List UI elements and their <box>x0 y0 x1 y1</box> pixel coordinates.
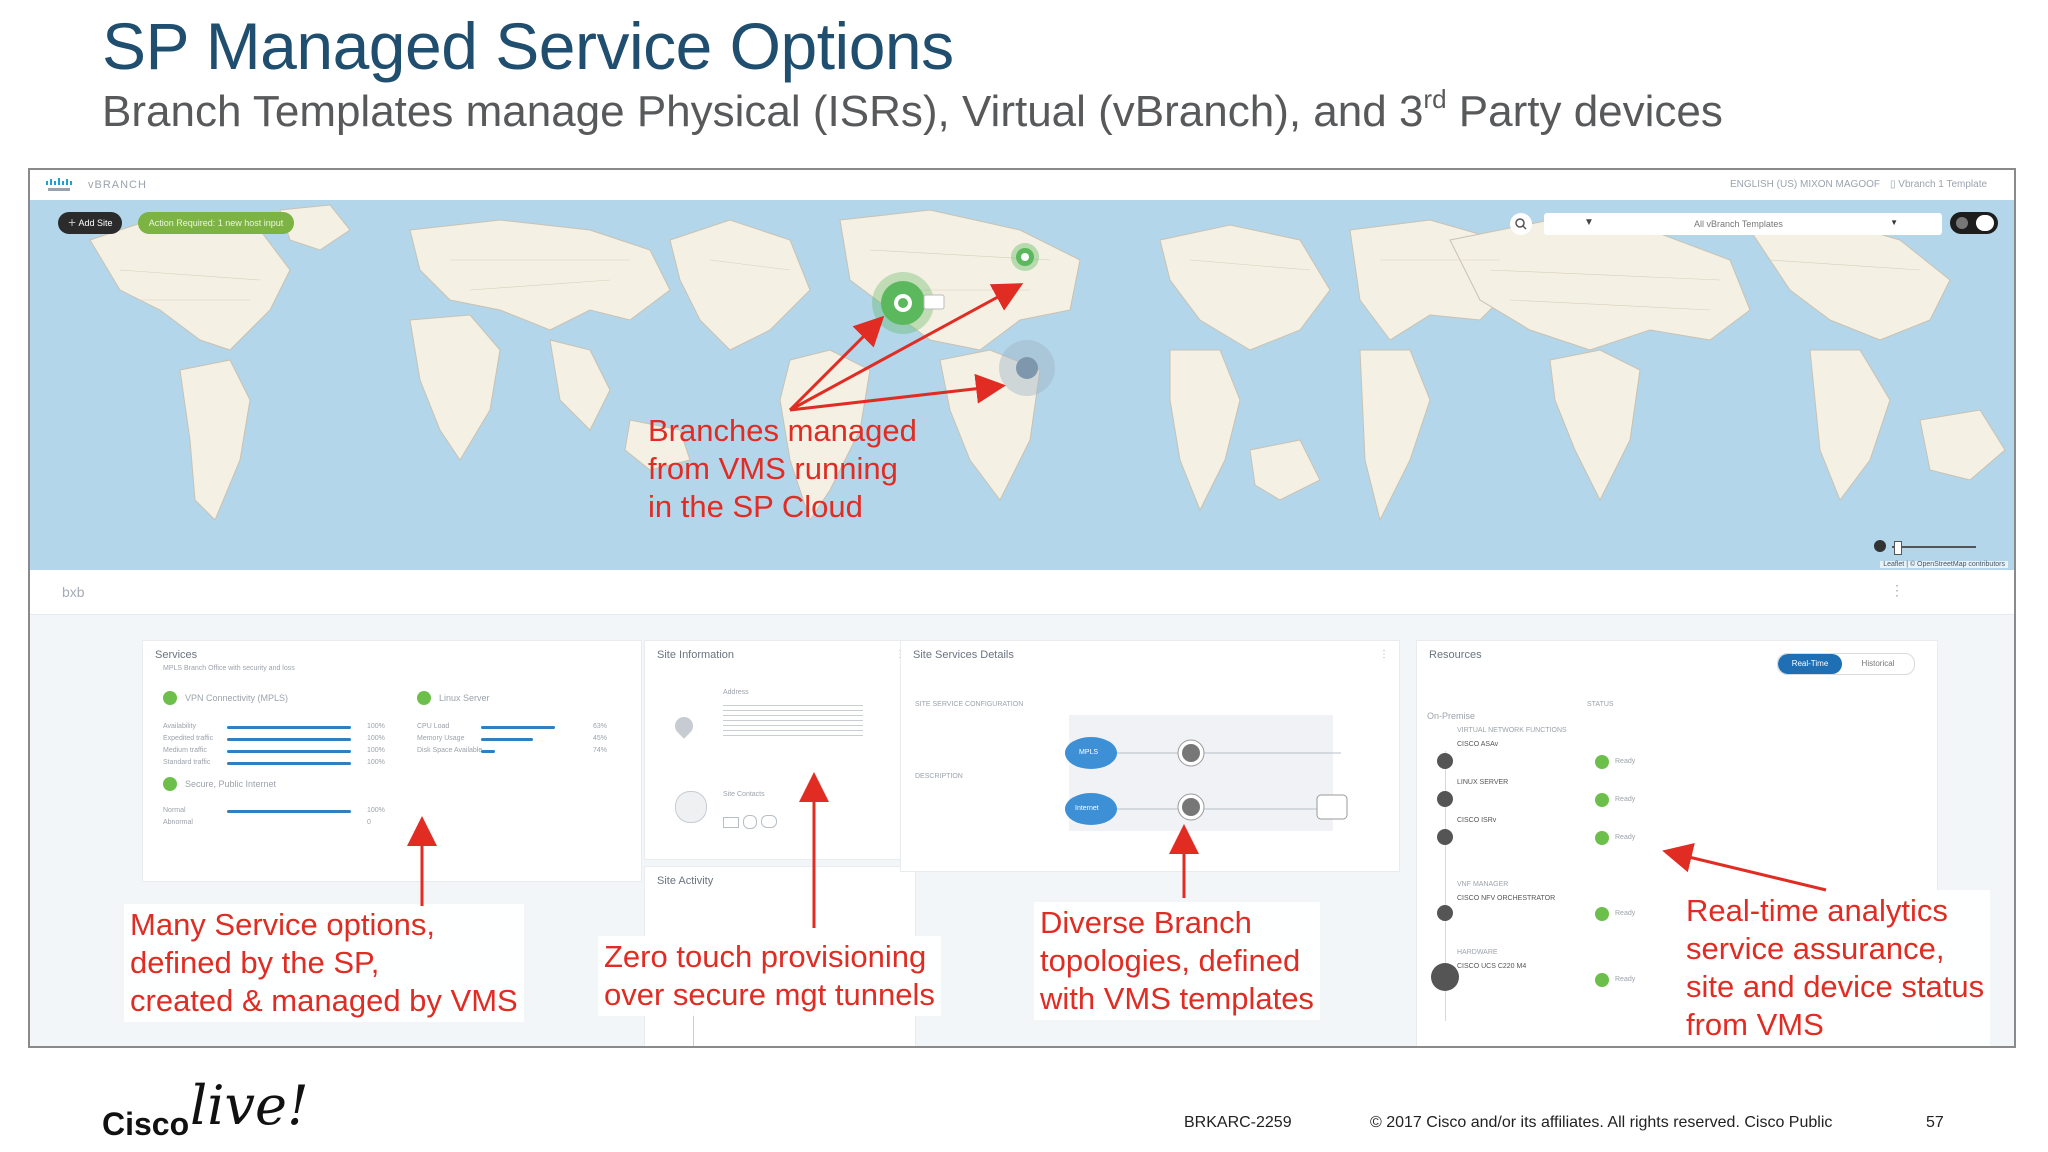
session-id: BRKARC-2259 <box>1184 1114 1292 1131</box>
more-icon[interactable]: ⋮ <box>1379 649 1389 660</box>
server-icon <box>1431 963 1459 991</box>
zoom-slider[interactable] <box>1874 538 1978 556</box>
historical-tab[interactable]: Historical <box>1861 659 1895 668</box>
check-icon <box>1595 793 1609 807</box>
mail-icon[interactable] <box>723 817 739 828</box>
app-name: vBRANCH <box>88 179 147 191</box>
device-icon <box>1437 753 1453 769</box>
copyright: © 2017 Cisco and/or its affiliates. All … <box>1370 1114 1833 1131</box>
template-menu[interactable]: ▯ Vbranch 1 Template <box>1890 179 1988 190</box>
cisco-live-logo: Cisco live! <box>102 1074 309 1142</box>
chevron-down-icon: ▼ <box>1890 218 1898 227</box>
check-icon <box>163 691 177 705</box>
template-filter-dropdown[interactable]: ▼ All vBranch Templates ▼ <box>1544 213 1942 235</box>
panel-title: Site Activity <box>657 875 714 887</box>
check-icon <box>1595 973 1609 987</box>
device-icon <box>1437 905 1453 921</box>
services-panel: Services MPLS Branch Office with securit… <box>142 640 642 882</box>
device-icon <box>1437 829 1453 845</box>
plus-icon: ＋ <box>67 218 79 228</box>
user-menu[interactable]: MIXON MAGOOF <box>1800 179 1880 190</box>
world-map[interactable]: ＋ Add Site Action Required: 1 new host i… <box>30 200 2014 570</box>
panel-title: Services <box>155 649 198 661</box>
site-detail-header: bxb ⋮ <box>30 570 2014 615</box>
slide-title: SP Managed Service Options <box>102 9 954 83</box>
action-required-pill[interactable]: Action Required: 1 new host input <box>138 212 294 234</box>
map-tiles <box>89 204 2006 522</box>
slide-subtitle: Branch Templates manage Physical (ISRs),… <box>102 84 1723 136</box>
page-number: 57 <box>1926 1114 1944 1131</box>
filter-icon: ▼ <box>1584 217 1594 228</box>
site-marker-africa[interactable] <box>1016 357 1038 379</box>
panel-title: Site Information <box>657 649 735 661</box>
cisco-logo <box>46 178 72 191</box>
resources-panel: Resources Real-Time Historical On-Premis… <box>1416 640 1938 1046</box>
check-icon <box>163 777 177 791</box>
device-icon <box>1437 791 1453 807</box>
app-header: vBRANCH ENGLISH (US) MIXON MAGOOF ▯ Vbra… <box>30 170 2014 201</box>
globe-icon <box>1874 540 1886 552</box>
web-icon[interactable] <box>743 815 757 829</box>
more-icon[interactable]: ⋮ <box>1890 582 1904 598</box>
check-icon <box>1595 755 1609 769</box>
globe-icon <box>1956 217 1968 229</box>
check-icon <box>1595 907 1609 921</box>
list-icon <box>1976 215 1994 231</box>
add-site-button[interactable]: ＋ Add Site <box>58 212 122 234</box>
zoom-handle[interactable] <box>1894 541 1902 555</box>
avatar <box>675 791 707 823</box>
location-pin-icon <box>671 713 697 739</box>
search-icon[interactable] <box>1510 213 1532 235</box>
check-icon <box>1595 831 1609 845</box>
panel-title: Resources <box>1429 649 1482 661</box>
chat-icon[interactable] <box>761 815 777 828</box>
app-screenshot: vBRANCH ENGLISH (US) MIXON MAGOOF ▯ Vbra… <box>28 168 2016 1048</box>
map-list-view-toggle[interactable] <box>1950 212 1998 234</box>
check-icon <box>417 691 431 705</box>
site-services-panel: Site Services Details ⋮ SITE SERVICE CON… <box>900 640 1400 872</box>
topology-lines <box>1065 737 1348 825</box>
callout-services: Many Service options,defined by the SP,c… <box>124 904 524 1022</box>
language-menu[interactable]: ENGLISH (US) <box>1730 179 1798 190</box>
realtime-historical-toggle[interactable]: Real-Time Historical <box>1777 653 1915 675</box>
realtime-tab[interactable]: Real-Time <box>1778 654 1842 674</box>
map-attribution[interactable]: Leaflet | © OpenStreetMap contributors <box>1880 561 2008 568</box>
site-name: bxb <box>62 584 85 600</box>
site-information-panel: Site Information ⋮ Address Site Contacts <box>644 640 916 860</box>
panel-title: Site Services Details <box>913 649 1014 661</box>
